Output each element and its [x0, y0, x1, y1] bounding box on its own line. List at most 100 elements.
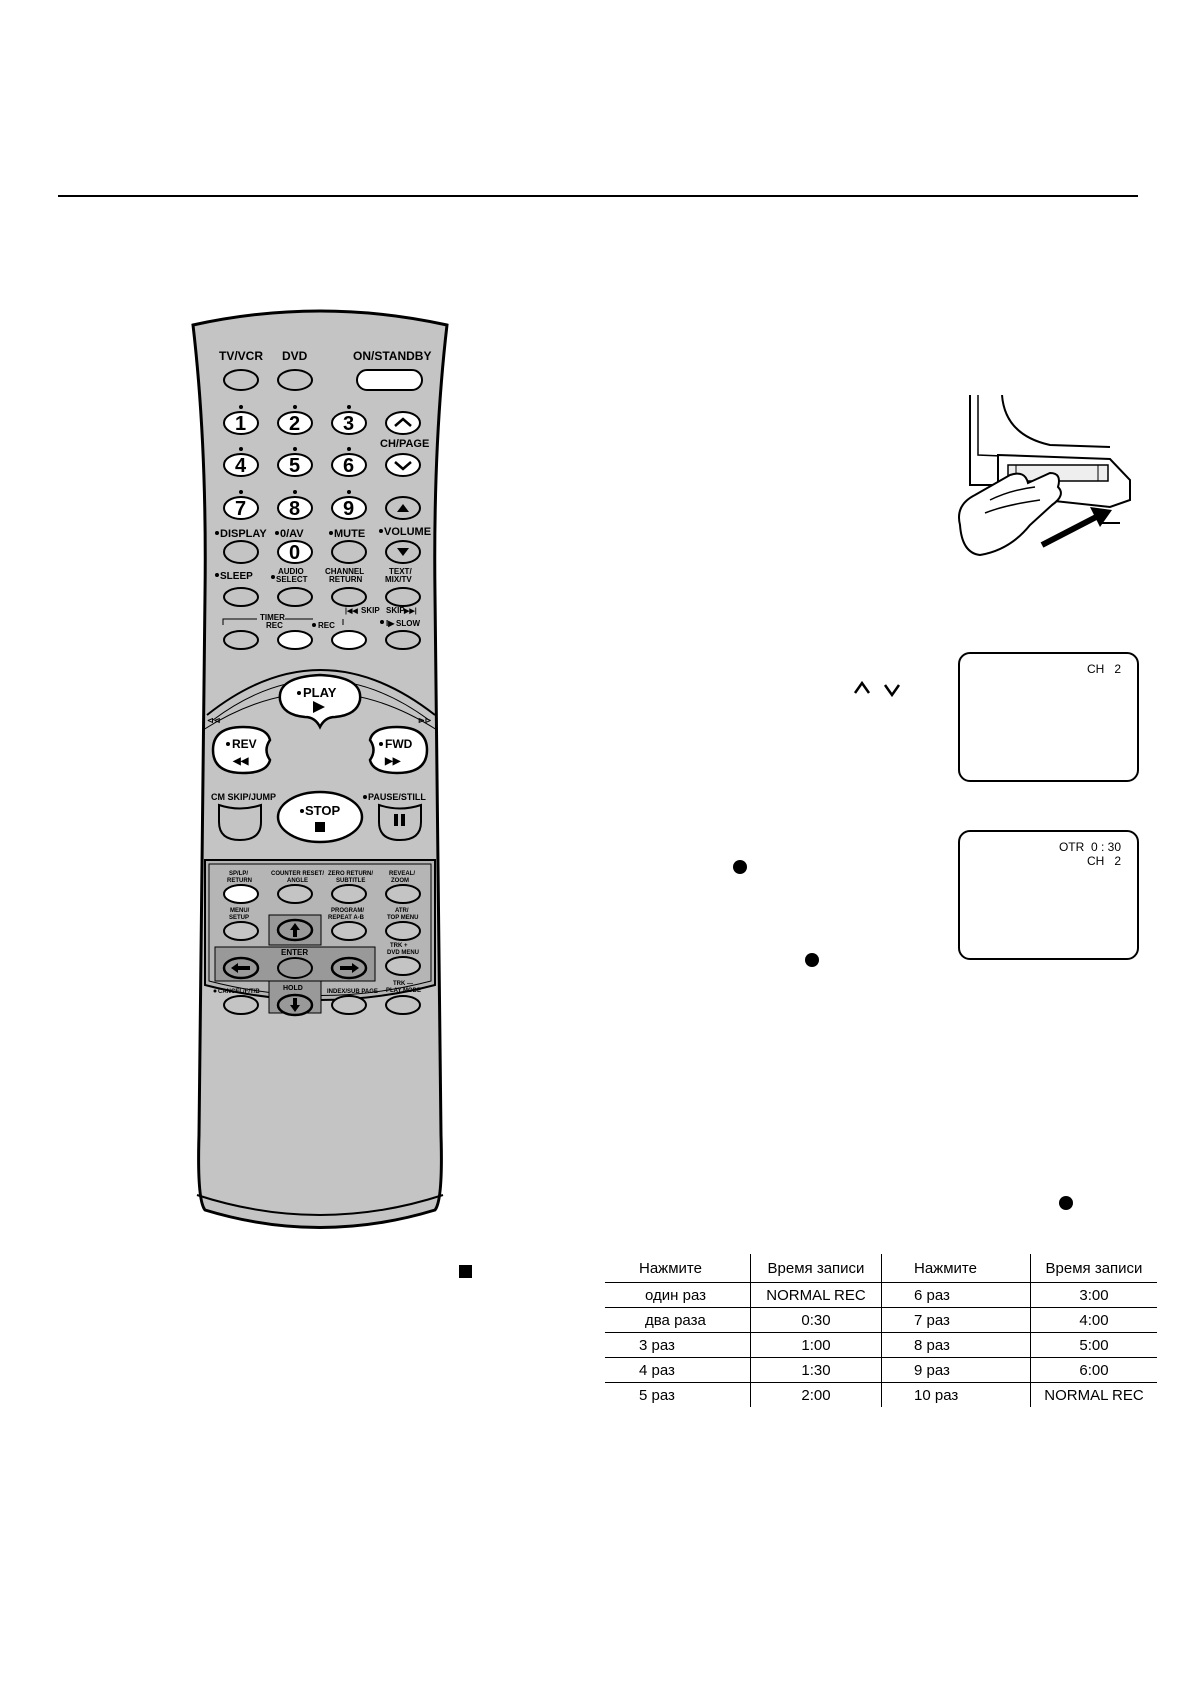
- index-subpage-button[interactable]: [331, 995, 367, 1015]
- number-4-button[interactable]: [223, 453, 259, 477]
- table-cell: 3 раз: [605, 1332, 751, 1358]
- top-menu-label: TOP MENU: [387, 915, 418, 921]
- dvd-button[interactable]: [277, 369, 313, 391]
- dvd-label: DVD: [282, 349, 308, 363]
- arrow-up-icon: [290, 923, 300, 937]
- table-cell: 4 раз: [605, 1357, 751, 1383]
- number-6-button[interactable]: [331, 453, 367, 477]
- sp-return-label: RETURN: [227, 878, 252, 884]
- program-label: PROGRAM/: [331, 908, 364, 914]
- remote-body: [191, 309, 449, 1229]
- setup-label: SETUP: [229, 915, 249, 921]
- number-0-button[interactable]: [277, 540, 313, 564]
- number-5-button[interactable]: [277, 453, 313, 477]
- header-record-time-2: Время записи: [1030, 1254, 1157, 1283]
- menu-setup-button[interactable]: [223, 921, 259, 941]
- display-label: DISPLAY: [220, 528, 267, 540]
- arrow-down-icon: [290, 998, 300, 1012]
- number-1-label: 1: [235, 413, 246, 435]
- rev-button[interactable]: [211, 725, 272, 775]
- trk-minus-play-mode-button[interactable]: [385, 995, 421, 1015]
- screen-channel-text: CH 2: [1086, 662, 1121, 676]
- trk-plus-dvd-menu-button[interactable]: [385, 956, 421, 976]
- cancel-button[interactable]: [223, 995, 259, 1015]
- sp-label: SP/LP/: [229, 871, 248, 877]
- table-cell: 1:30: [750, 1357, 882, 1383]
- table-header-row: Нажмите Время записи Нажмите Время запис…: [605, 1254, 1157, 1283]
- onstandby-button[interactable]: [356, 369, 423, 391]
- sp-lp-return-button[interactable]: [223, 884, 259, 904]
- header-record-time: Время записи: [750, 1254, 882, 1283]
- display-button[interactable]: [223, 540, 259, 564]
- trk-plus-label: TRK +: [390, 943, 408, 949]
- chevron-up-icon: [394, 417, 412, 427]
- timer-rec-label: REC: [266, 621, 283, 630]
- screen-otr-channel-text: CH 2: [1086, 854, 1121, 868]
- tvvcr-label: TV/VCR: [219, 349, 263, 363]
- header-press: Нажмите: [605, 1254, 751, 1283]
- skip-forward-label: SKIP: [386, 606, 405, 615]
- counter-reset-angle-button[interactable]: [277, 884, 313, 904]
- rec-button[interactable]: [277, 630, 313, 650]
- skip-slow-button[interactable]: [385, 630, 421, 650]
- select-label: SELECT: [276, 575, 308, 584]
- slow-label: SLOW: [396, 619, 420, 628]
- enter-button[interactable]: [277, 957, 313, 979]
- mute-button[interactable]: [331, 540, 367, 564]
- chevron-up-down-icon: [853, 680, 901, 698]
- number-2-button[interactable]: [277, 411, 313, 435]
- forward-small-icon: ⊳⊳: [418, 716, 432, 725]
- fwd-button[interactable]: [368, 725, 429, 775]
- sleep-label: SLEEP: [220, 571, 253, 582]
- skip-back-label: SKIP: [361, 606, 380, 615]
- number-3-button[interactable]: [331, 411, 367, 435]
- number-9-button[interactable]: [331, 496, 367, 520]
- stop-button[interactable]: [276, 790, 364, 844]
- rec-bullet-icon-3: [1059, 1196, 1073, 1210]
- otr-time-table: Нажмите Время записи Нажмите Время запис…: [605, 1254, 1157, 1407]
- volume-label: VOLUME: [384, 526, 431, 538]
- channel-return-button[interactable]: [331, 587, 367, 607]
- tvvcr-button[interactable]: [223, 369, 259, 391]
- enter-label: ENTER: [281, 948, 308, 957]
- cmskip-label: CM SKIP/JUMP: [211, 792, 276, 802]
- skip-back-button[interactable]: [331, 630, 367, 650]
- number-1-button[interactable]: [223, 411, 259, 435]
- pause-still-button[interactable]: [378, 803, 422, 842]
- table-row: 4 раз 1:30 9 раз 6:00: [605, 1357, 1157, 1383]
- rec-bullet-icon-2: [805, 953, 819, 967]
- number-5-label: 5: [289, 455, 300, 477]
- table-row: один раз NORMAL REC 6 раз 3:00: [605, 1282, 1157, 1308]
- number-7-button[interactable]: [223, 496, 259, 520]
- dvd-menu-label: DVD MENU: [387, 950, 419, 956]
- number-4-label: 4: [235, 455, 247, 477]
- channel-label: CHANNEL: [325, 567, 364, 576]
- number-8-button[interactable]: [277, 496, 313, 520]
- chpage-label: CH/PAGE: [380, 438, 429, 450]
- channel-down-button[interactable]: [385, 453, 421, 477]
- menu-label: MENU/: [230, 908, 250, 914]
- channel-up-button[interactable]: [385, 411, 421, 435]
- play-button[interactable]: [278, 673, 362, 730]
- number-6-label: 6: [343, 455, 354, 477]
- atr-top-menu-button[interactable]: [385, 921, 421, 941]
- table-cell: один раз: [605, 1282, 751, 1308]
- audio-select-button[interactable]: [277, 587, 313, 607]
- zero-return-subtitle-button[interactable]: [331, 884, 367, 904]
- pause-icon: [394, 814, 398, 826]
- cmskip-button[interactable]: [218, 803, 262, 842]
- rewind-small-icon: ⊲⊲: [207, 716, 221, 725]
- text-mixtv-button[interactable]: [385, 587, 421, 607]
- reveal-zoom-button[interactable]: [385, 884, 421, 904]
- tv-screen-channel: CH 2: [958, 652, 1139, 782]
- table-row: два раза 0:30 7 раз 4:00: [605, 1307, 1157, 1333]
- mixtv-label: MIX/TV: [385, 575, 412, 584]
- sleep-button[interactable]: [223, 587, 259, 607]
- timer-rec-button[interactable]: [223, 630, 259, 650]
- play-label: PLAY: [303, 685, 337, 700]
- program-repeat-button[interactable]: [331, 921, 367, 941]
- return-label: RETURN: [329, 575, 363, 584]
- number-0-label: 0: [289, 542, 300, 564]
- remote-control-illustration: TV/VCR DVD ON/STANDBY 1 2 3 CH/PAGE 4 5 …: [191, 309, 449, 1229]
- table-cell: два раза: [605, 1307, 751, 1333]
